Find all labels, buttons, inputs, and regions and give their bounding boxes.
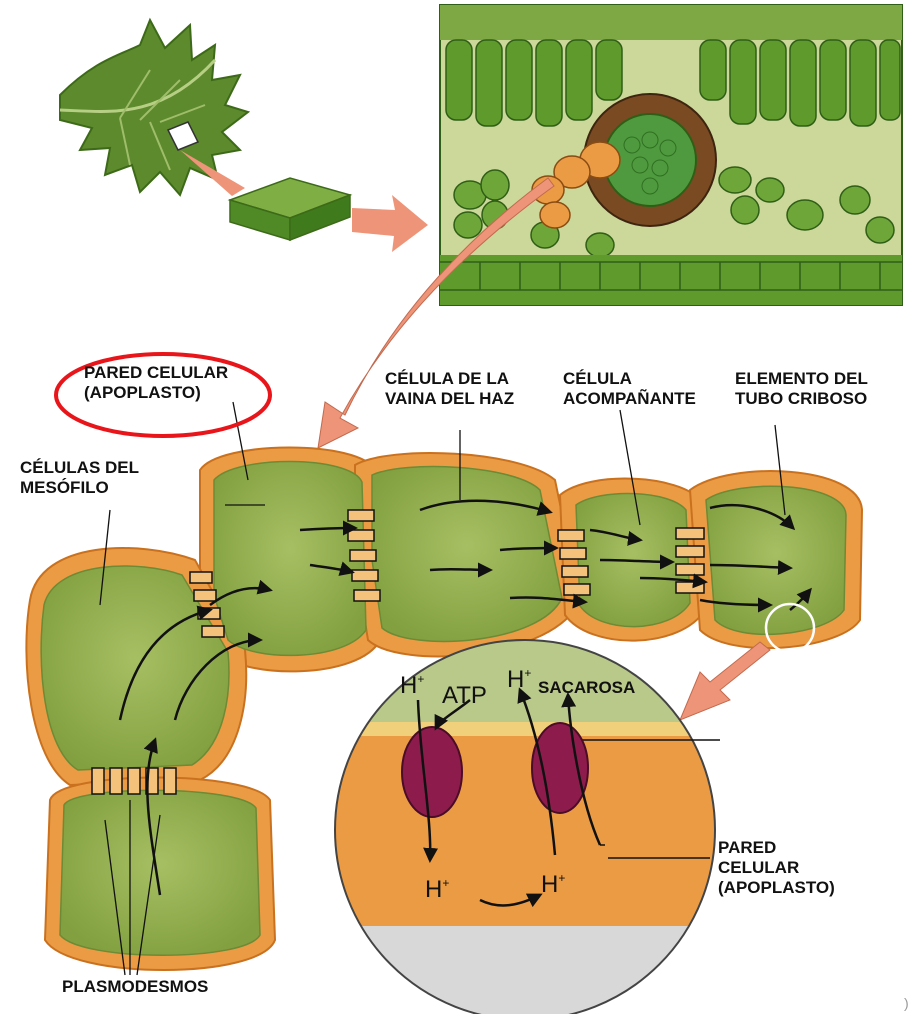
tubo-criboso-label: ELEMENTO DEL TUBO CRIBOSO: [735, 369, 868, 409]
zoom-arrow-bottom: [680, 642, 770, 720]
membrane-zoom-circle: H+ ATP H+ H+ H+: [300, 630, 760, 1014]
leaf-cross-section: [440, 5, 902, 305]
leaf-illustration: [60, 20, 248, 195]
corner-mark: ): [904, 995, 909, 1011]
sacarosa-label: SACAROSA: [538, 678, 635, 698]
celula-acompanante-label: CÉLULA ACOMPAÑANTE: [563, 369, 696, 409]
pared-celular-bottom-label: PARED CELULAR (APOPLASTO): [718, 838, 835, 898]
pared-celular-top-label: PARED CELULAR (APOPLASTO): [84, 363, 228, 403]
atp-label: ATP: [442, 682, 487, 709]
leaf-section-block: [180, 150, 428, 252]
celulas-mesofilo-label: CÉLULAS DEL MESÓFILO: [20, 458, 139, 498]
celula-vaina-label: CÉLULA DE LA VAINA DEL HAZ: [385, 369, 514, 409]
plasmodesmos-label: PLASMODESMOS: [62, 977, 208, 997]
